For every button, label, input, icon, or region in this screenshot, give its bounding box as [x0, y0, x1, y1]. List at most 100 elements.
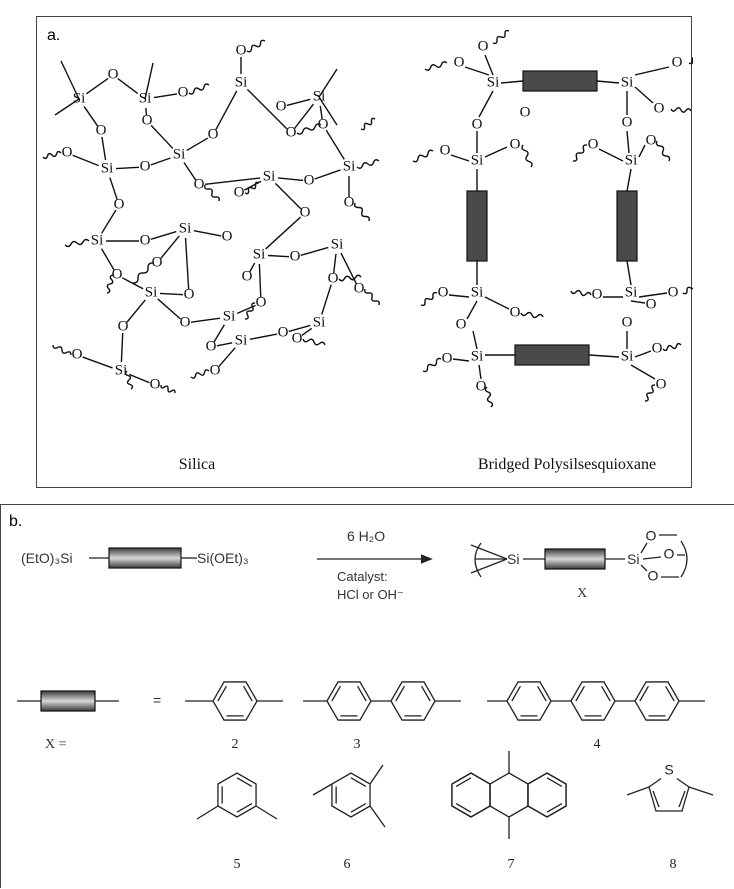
silica-bond	[321, 284, 332, 315]
oxygen-atom: O	[456, 316, 467, 332]
wavy-bond	[521, 144, 533, 168]
aromatic-double-bond	[421, 685, 431, 702]
aromatic-ring	[527, 772, 567, 818]
product-si-right: Si	[627, 551, 639, 567]
silica-bond	[286, 98, 311, 107]
silicon-atom: Si	[313, 88, 326, 104]
silica-bond	[265, 216, 302, 250]
aromatic-double-bond	[455, 803, 472, 813]
bridged-bond	[596, 80, 620, 84]
product-oxygen-atom: O	[646, 528, 657, 544]
bridged-bond	[598, 148, 624, 162]
benzene-ring	[390, 681, 436, 721]
oxygen-atom: O	[152, 254, 163, 270]
product-bracket-right	[680, 540, 688, 578]
bridged-bond	[484, 146, 508, 158]
wavy-bond	[412, 149, 434, 163]
ring-bond	[196, 805, 219, 820]
oxygen-atom: O	[290, 248, 301, 264]
silica-bond	[160, 235, 180, 259]
reactant-bridge-bar	[108, 547, 182, 569]
bridged-bond	[634, 350, 652, 358]
oxygen-atom: O	[194, 176, 205, 192]
wavy-bond	[64, 238, 90, 248]
bridged-bond	[638, 292, 668, 298]
silica-bond	[190, 317, 221, 323]
wavy-bond	[572, 144, 588, 162]
bridged-bond	[630, 364, 656, 380]
aromatic-double-bond	[217, 685, 227, 702]
benzene-ring	[634, 681, 680, 721]
wavy-bond	[364, 288, 380, 306]
ring-bond	[312, 783, 333, 796]
silica-bond	[83, 106, 99, 127]
silicon-atom: Si	[331, 236, 344, 252]
aromatic-double-bond	[665, 685, 675, 702]
wavy-bond	[244, 302, 256, 320]
silicon-atom: Si	[471, 152, 484, 168]
silica-bond	[319, 105, 323, 120]
bridged-bond	[450, 154, 470, 162]
aromatic-double-bond	[601, 685, 611, 702]
compound-number: 8	[670, 857, 677, 872]
oxygen-atom: O	[652, 340, 663, 356]
silicon-atom: Si	[625, 284, 638, 300]
silica-methyl-bond	[318, 96, 338, 126]
organic-bridge-bar	[616, 190, 638, 262]
silica-bond	[246, 88, 288, 130]
oxygen-atom: O	[180, 314, 191, 330]
wavy-bond	[484, 386, 494, 408]
product-bond	[642, 556, 662, 560]
product-bond	[640, 542, 648, 554]
wavy-bond	[246, 39, 266, 53]
silicon-atom: Si	[487, 74, 500, 90]
oxygen-atom: O	[208, 126, 219, 142]
wavy-bond	[682, 286, 693, 295]
aromatic-double-bond	[652, 790, 660, 808]
oxygen-atom: O	[318, 116, 329, 132]
wavy-bond	[644, 384, 656, 402]
silica-bond	[213, 324, 225, 343]
silica-bond	[325, 129, 345, 160]
oxygen-atom: O	[520, 104, 531, 120]
compound-number: 6	[344, 857, 351, 872]
ring-bond	[688, 786, 714, 796]
silicon-atom: Si	[235, 332, 248, 348]
silicon-atom: Si	[471, 284, 484, 300]
bridged-bond	[478, 364, 482, 380]
catalyst-label: Catalyst:	[337, 569, 388, 584]
compound-number: 4	[594, 737, 601, 752]
caption-bridged-polysilsesquioxane: Bridged Polysilsesquioxane	[478, 456, 656, 473]
oxygen-atom: O	[118, 318, 129, 334]
silica-bond	[72, 154, 99, 167]
benzene-ring	[217, 772, 257, 818]
wavy-bond	[492, 29, 510, 45]
aromatic-ring	[451, 772, 491, 818]
wavy-bond	[160, 384, 176, 394]
silica-bond	[333, 253, 337, 274]
aromatic-double-bond	[546, 777, 563, 787]
silicon-atom: Si	[343, 158, 356, 174]
reaction-arrowhead	[420, 554, 433, 564]
silica-bond	[258, 263, 262, 298]
oxygen-atom: O	[62, 144, 73, 160]
silica-bond	[340, 252, 357, 284]
benzene-ring	[506, 681, 552, 721]
oxygen-atom: O	[112, 266, 123, 282]
silica-bond	[150, 157, 171, 166]
silicon-atom: Si	[139, 90, 152, 106]
silica-bond	[150, 230, 177, 240]
silica-bond	[300, 246, 329, 257]
silica-bond	[294, 103, 315, 129]
wavy-bond	[124, 370, 134, 390]
oxygen-atom: O	[510, 304, 521, 320]
silicon-atom: Si	[263, 168, 276, 184]
oxygen-atom: O	[354, 280, 365, 296]
oxygen-atom: O	[438, 284, 449, 300]
wavy-bond	[296, 123, 322, 135]
oxygen-atom: O	[206, 338, 217, 354]
oxygen-atom: O	[242, 268, 253, 284]
bridged-bond	[630, 300, 646, 304]
